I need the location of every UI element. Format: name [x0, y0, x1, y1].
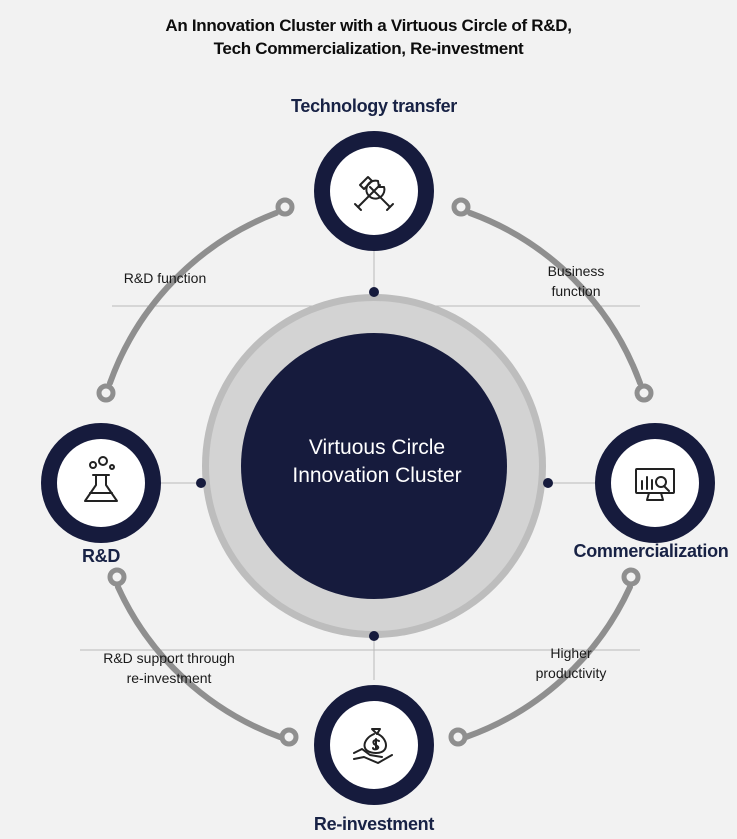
center-label: Virtuous Circle Innovation Cluster: [241, 434, 513, 490]
junction-dot-bottom: [369, 631, 379, 641]
arc-cap: [96, 383, 116, 403]
junction-dot-top: [369, 287, 379, 297]
edge-label-line: productivity: [535, 665, 607, 681]
arc-top-right: [467, 210, 643, 386]
analytics-monitor-icon: [635, 468, 675, 501]
edge-label-rd-function: R&D function: [100, 268, 230, 288]
edge-label-line: re-investment: [126, 670, 212, 686]
arc-end-caps: [96, 197, 654, 747]
tools-icon: [354, 176, 394, 211]
edge-label-rd-support: R&D support through re-investment: [74, 648, 264, 688]
arc-top-left: [107, 210, 279, 386]
arc-cap: [621, 567, 641, 587]
edge-label-line: R&D support through: [103, 650, 235, 666]
title-line-1: An Innovation Cluster with a Virtuous Ci…: [165, 16, 572, 35]
junction-dot-right: [543, 478, 553, 488]
node-label-rd: R&D: [81, 546, 121, 566]
center-label-line-2: Innovation Cluster: [292, 464, 462, 487]
arc-cap: [107, 567, 127, 587]
edge-label-business-function: Business function: [516, 261, 636, 301]
title-line-2: Tech Commercialization, Re-investment: [213, 39, 524, 58]
edge-label-line: Higher: [550, 645, 592, 661]
node-right-ring: [595, 423, 715, 543]
arc-cap: [451, 197, 471, 217]
junction-dots: [196, 287, 553, 641]
node-label-commercialization: Commercialization: [573, 541, 729, 561]
arc-cap: [275, 197, 295, 217]
center-label-line-1: Virtuous Circle: [308, 436, 446, 459]
center-circle: [241, 333, 507, 599]
node-label-re-investment: Re-investment: [313, 814, 435, 834]
arc-bottom-right: [463, 584, 633, 740]
diagram-title: An Innovation Cluster with a Virtuous Ci…: [0, 14, 737, 60]
edge-label-line: Business: [547, 263, 605, 279]
edge-label-higher-productivity: Higher productivity: [516, 643, 626, 683]
arc-cap: [634, 383, 654, 403]
arc-cap: [448, 727, 468, 747]
junction-dot-left: [196, 478, 206, 488]
node-label-technology-transfer: Technology transfer: [291, 96, 457, 116]
cycle-arcs: [107, 210, 643, 740]
node-left-ring: [41, 423, 161, 543]
money-bag-hand-icon: [353, 728, 393, 764]
arc-cap: [279, 727, 299, 747]
edge-label-line: function: [551, 283, 601, 299]
edge-label-line: R&D function: [123, 270, 207, 286]
flask-icon: [84, 456, 118, 502]
arc-bottom-left: [115, 584, 283, 740]
